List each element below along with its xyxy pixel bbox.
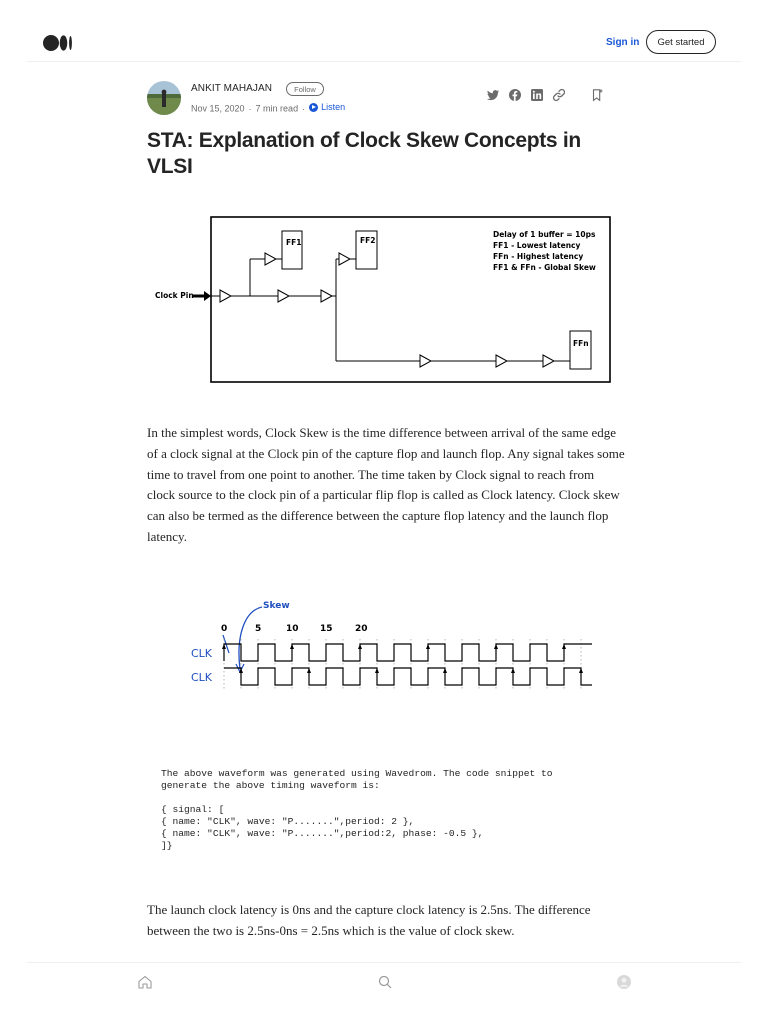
waveform-diagram: Skew 0 5 10 15 20 CLK CLK	[191, 601, 592, 689]
author-name[interactable]: ANKIT MAHAJAN	[191, 83, 273, 94]
listen-button[interactable]: Listen	[309, 102, 345, 112]
listen-label: Listen	[321, 102, 346, 112]
ff2-label: FF2	[360, 236, 375, 245]
article-title: STA: Explanation of Clock Skew Concepts …	[147, 129, 581, 178]
tick-20: 20	[355, 624, 368, 634]
twitter-icon[interactable]	[486, 88, 500, 102]
get-started-button[interactable]: Get started	[646, 30, 716, 54]
wavedrom-code-snippet: The above waveform was generated using W…	[161, 768, 553, 851]
link-icon[interactable]	[552, 88, 566, 102]
bottom-nav	[0, 962, 768, 1024]
search-icon[interactable]	[377, 974, 393, 990]
legend-line-2: FF1 - Lowest latency	[493, 241, 580, 250]
sign-in-link[interactable]: Sign in	[606, 37, 640, 48]
follow-button[interactable]: Follow	[286, 82, 324, 96]
read-time: 7 min read	[255, 103, 299, 114]
clock-tree-diagram: Clock Pin FF1 FF2 FFn De	[155, 216, 611, 383]
signal1-label: CLK	[191, 647, 213, 660]
legend-line-4: FF1 & FFn - Global Skew	[493, 263, 596, 272]
medium-logo-icon[interactable]	[43, 35, 73, 51]
tick-0: 0	[221, 624, 227, 634]
ffn-label: FFn	[573, 339, 589, 348]
paragraph-clock-skew-definition: In the simplest words, Clock Skew is the…	[147, 425, 625, 544]
ff1-label: FF1	[286, 238, 301, 247]
tick-15: 15	[320, 624, 333, 634]
publish-date: Nov 15, 2020	[191, 103, 245, 114]
profile-icon[interactable]	[616, 974, 632, 990]
legend-line-1: Delay of 1 buffer = 10ps	[493, 230, 596, 239]
tick-5: 5	[255, 624, 261, 634]
top-bar: Sign in Get started	[0, 0, 768, 62]
bookmark-icon[interactable]	[590, 88, 604, 102]
skew-label: Skew	[263, 601, 290, 611]
linkedin-icon[interactable]	[530, 88, 544, 102]
play-icon	[309, 102, 319, 112]
facebook-icon[interactable]	[508, 88, 522, 102]
paragraph-latency-values: The launch clock latency is 0ns and the …	[147, 902, 591, 938]
author-avatar[interactable]	[147, 81, 181, 115]
article-meta: Nov 15, 2020·7 min read·Listen	[191, 102, 346, 114]
clock-pin-label: Clock Pin	[155, 291, 194, 300]
legend-line-3: FFn - Highest latency	[493, 252, 583, 261]
tick-10: 10	[286, 624, 299, 634]
header-divider	[27, 61, 741, 62]
home-icon[interactable]	[137, 974, 153, 990]
bottom-divider	[27, 962, 741, 963]
signal2-label: CLK	[191, 671, 213, 684]
